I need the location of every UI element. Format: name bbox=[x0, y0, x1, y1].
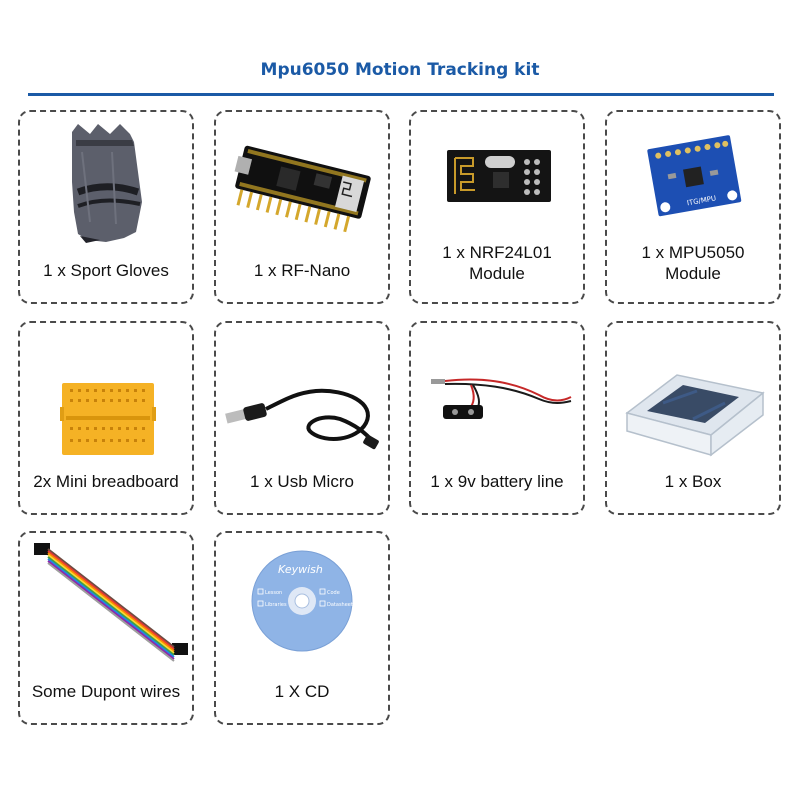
cd-brand: Keywish bbox=[278, 563, 323, 576]
glove-icon bbox=[72, 124, 142, 243]
item-caption: 1 x MPU5050 Module bbox=[641, 243, 745, 283]
nrf24l01-module-icon bbox=[447, 150, 551, 202]
item-caption: Some Dupont wires bbox=[31, 682, 181, 701]
item-caption: 1 x Sport Gloves bbox=[43, 261, 169, 280]
item-card-9v-battery-line: 1 x 9v battery line bbox=[409, 321, 585, 515]
cd-option-libraries: Libraries bbox=[265, 602, 287, 608]
dupont-wires-icon bbox=[34, 543, 188, 662]
page-title: Mpu6050 Motion Tracking kit bbox=[260, 60, 540, 80]
battery-clip-icon bbox=[431, 378, 572, 419]
cd-option-datasheet: Datasheet bbox=[327, 602, 353, 608]
item-card-dupont-wires: Some Dupont wires bbox=[18, 531, 194, 725]
plastic-box-icon bbox=[625, 374, 765, 457]
item-card-mpu5050: ITG/MPU 1 x MPU5050 Module bbox=[605, 110, 781, 304]
item-card-nrf24l01: 1 x NRF24L01 Module bbox=[409, 110, 585, 304]
item-card-mini-breadboard: 2x Mini breadboard bbox=[18, 321, 194, 515]
cd-icon: Keywish Lesson Code Libraries Datasheet bbox=[251, 550, 353, 652]
mpu-module-icon: ITG/MPU bbox=[647, 135, 742, 217]
item-caption: 1 x NRF24L01 Module bbox=[442, 243, 552, 283]
cd-option-lesson: Lesson bbox=[265, 590, 282, 596]
rf-nano-board-icon bbox=[234, 145, 371, 233]
item-caption: 1 x Box bbox=[664, 472, 722, 491]
item-card-cd: Keywish Lesson Code Libraries Datasheet … bbox=[214, 531, 390, 725]
item-card-rf-nano: 1 x RF-Nano bbox=[214, 110, 390, 304]
item-caption: 1 x Usb Micro bbox=[250, 472, 354, 491]
item-card-sport-gloves: 1 x Sport Gloves bbox=[18, 110, 194, 304]
cd-option-code: Code bbox=[327, 590, 340, 596]
item-caption: 1 X CD bbox=[274, 682, 330, 701]
usb-cable-icon bbox=[225, 388, 379, 450]
breadboard-icon bbox=[60, 383, 156, 455]
item-card-usb-micro: 1 x Usb Micro bbox=[214, 321, 390, 515]
item-caption: 1 x RF-Nano bbox=[253, 261, 351, 280]
item-caption: 1 x 9v battery line bbox=[430, 472, 564, 491]
item-card-box: 1 x Box bbox=[605, 321, 781, 515]
item-caption: 2x Mini breadboard bbox=[33, 472, 179, 491]
title-underline bbox=[28, 93, 774, 96]
